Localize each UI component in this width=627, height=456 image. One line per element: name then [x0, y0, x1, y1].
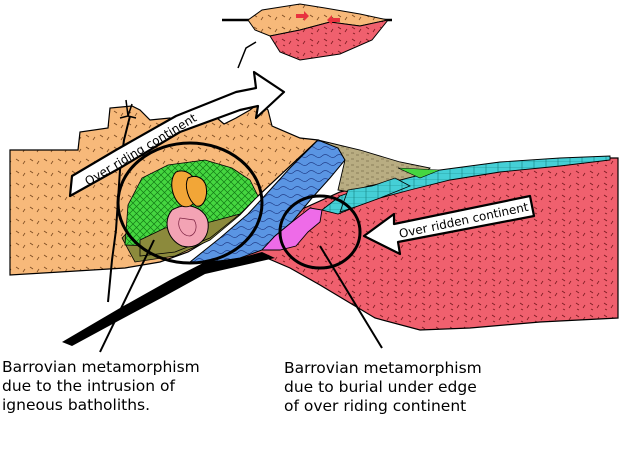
ellipse-batholith-icon [116, 141, 264, 265]
leader-burial [319, 245, 383, 349]
batholith [166, 170, 209, 248]
caption-batholith-line-2: due to the intrusion of [2, 377, 175, 395]
caption-batholith-line-1: Barrovian metamorphism [2, 358, 200, 376]
inset-sketch [222, 3, 392, 69]
caption-burial-line-2: due to burial under edge [284, 378, 477, 396]
caption-burial: Barrovian metamorphism due to burial und… [284, 359, 482, 415]
ellipse-burial-icon [278, 194, 362, 270]
caption-batholith-line-3: igneous batholiths. [2, 396, 150, 414]
caption-batholith: Barrovian metamorphism due to the intrus… [2, 358, 200, 414]
burial-zone [260, 207, 323, 251]
leader-batholith [99, 239, 155, 353]
caption-burial-line-1: Barrovian metamorphism [284, 359, 482, 377]
caption-burial-line-3: of over riding continent [284, 397, 466, 415]
